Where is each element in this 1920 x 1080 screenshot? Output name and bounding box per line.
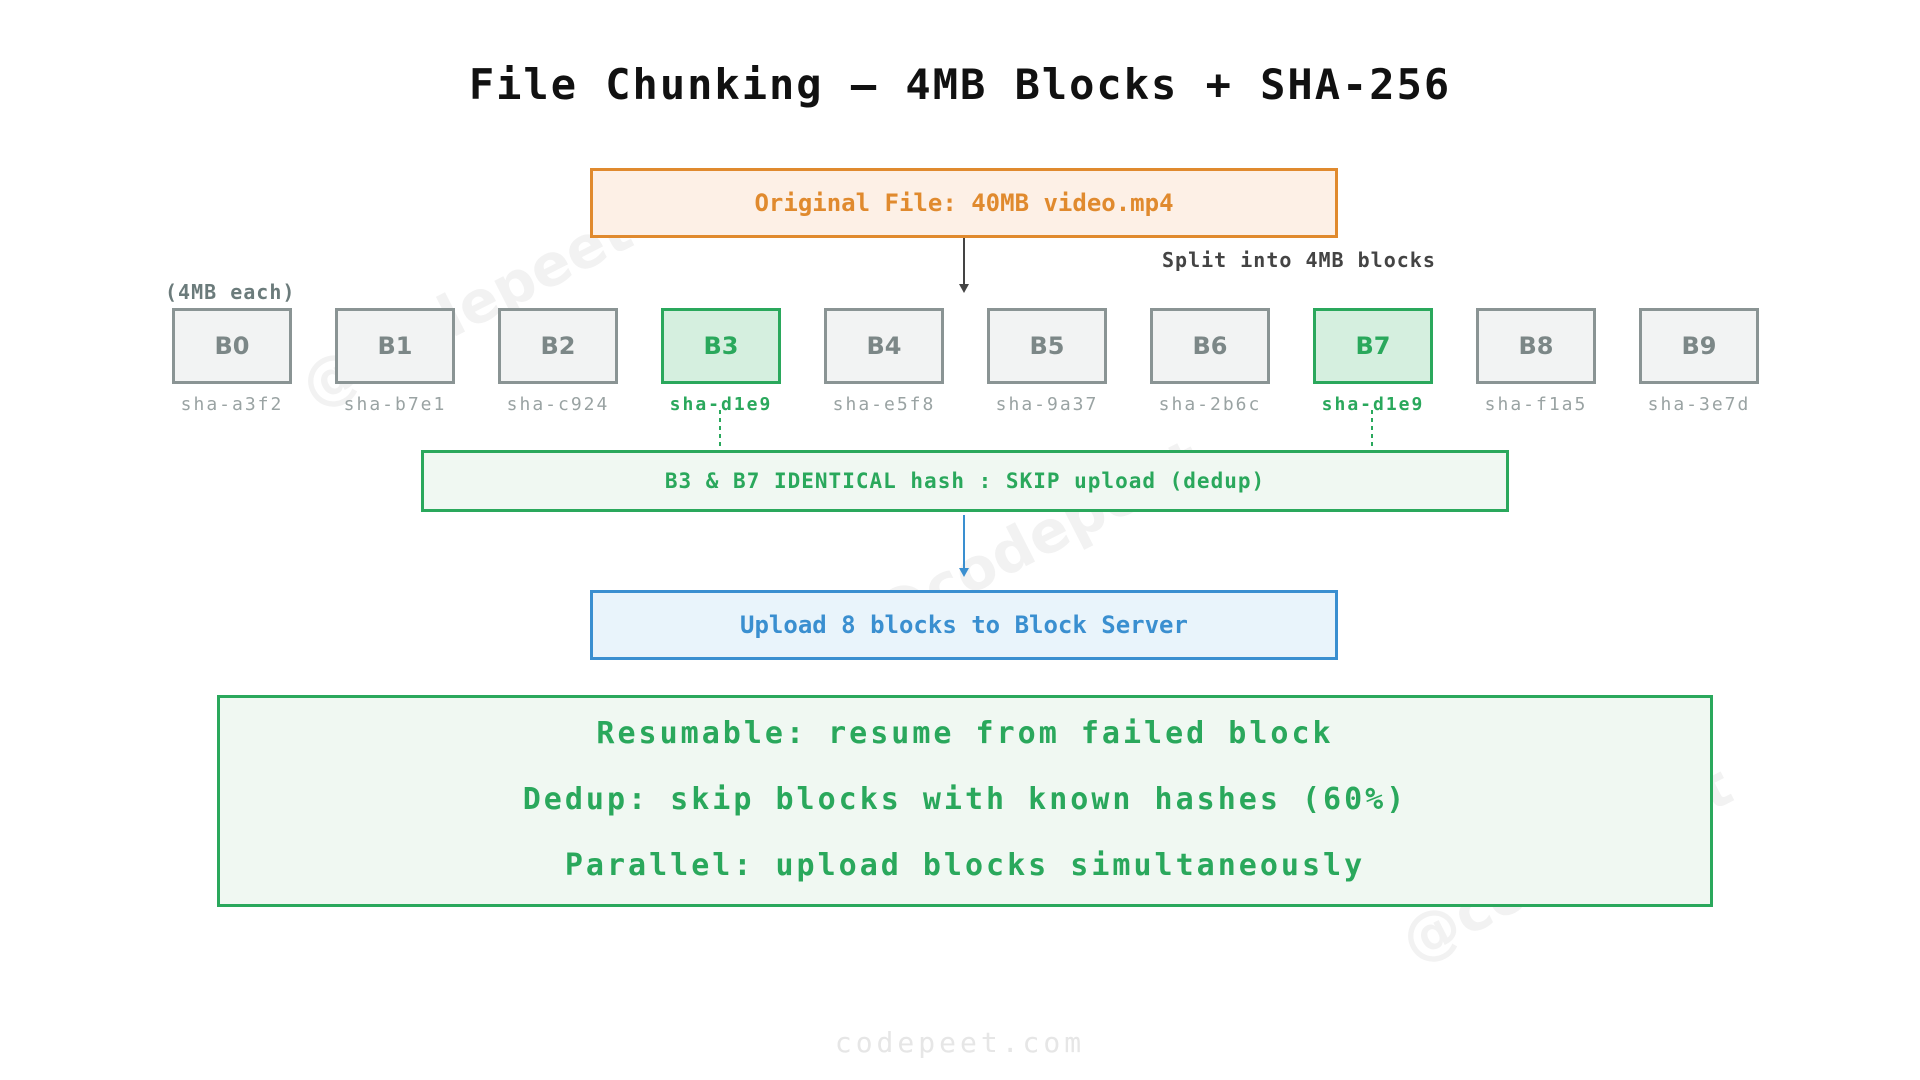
upload-arrow-head	[959, 568, 969, 577]
block-b4: B4	[824, 308, 944, 384]
block-hash-b8: sha-f1a5	[1484, 394, 1588, 415]
block-b6: B6	[1150, 308, 1270, 384]
block-hash-b0: sha-a3f2	[180, 394, 284, 415]
block-b0: B0	[172, 308, 292, 384]
block-b8: B8	[1476, 308, 1596, 384]
feature-resumable: Resumable: resume from failed block	[596, 716, 1334, 751]
block-b7: B7	[1313, 308, 1433, 384]
split-arrow-head	[959, 284, 969, 293]
feature-dedup: Dedup: skip blocks with known hashes (60…	[522, 782, 1408, 817]
original-file-box: Original File: 40MB video.mp4	[590, 168, 1338, 238]
split-label: Split into 4MB blocks	[1162, 248, 1436, 272]
footer-site: codepeet.com	[834, 1026, 1086, 1059]
block-hash-b1: sha-b7e1	[343, 394, 447, 415]
block-b5: B5	[987, 308, 1107, 384]
block-b2: B2	[498, 308, 618, 384]
block-hash-b3: sha-d1e9	[669, 394, 773, 415]
features-box: Resumable: resume from failed block Dedu…	[217, 695, 1713, 907]
block-hash-b2: sha-c924	[506, 394, 610, 415]
block-hash-b6: sha-2b6c	[1158, 394, 1262, 415]
feature-parallel: Parallel: upload blocks simultaneously	[564, 848, 1366, 883]
block-hash-b4: sha-e5f8	[832, 394, 936, 415]
block-b9: B9	[1639, 308, 1759, 384]
diagram-title: File Chunking – 4MB Blocks + SHA-256	[468, 60, 1452, 109]
block-hash-b9: sha-3e7d	[1647, 394, 1751, 415]
block-hash-b5: sha-9a37	[995, 394, 1099, 415]
upload-box: Upload 8 blocks to Block Server	[590, 590, 1338, 660]
block-hash-b7: sha-d1e9	[1321, 394, 1425, 415]
block-b3: B3	[661, 308, 781, 384]
block-b1: B1	[335, 308, 455, 384]
dedup-note-box: B3 & B7 IDENTICAL hash : SKIP upload (de…	[421, 450, 1509, 512]
block-size-label: (4MB each)	[165, 280, 296, 304]
